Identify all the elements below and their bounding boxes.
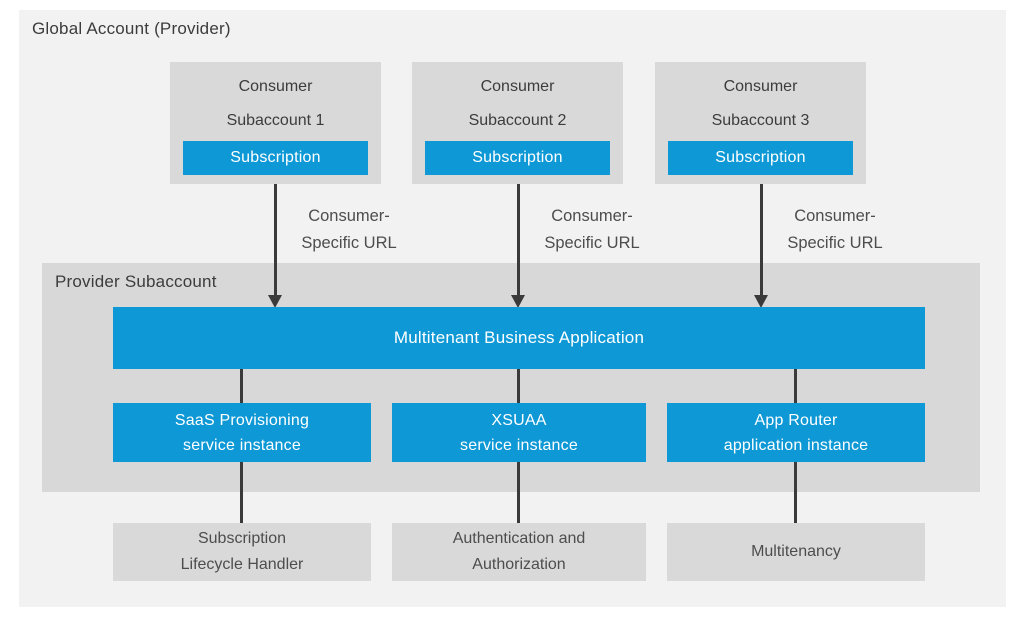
handler-line1: Multitenancy — [751, 543, 841, 560]
consumer-name-line1: Consumer — [723, 78, 798, 95]
instance-line1: SaaS Provisioning — [174, 411, 310, 429]
consumer3-url-label: Consumer- Specific URL — [770, 203, 900, 257]
consumer-name-line1: Consumer — [480, 78, 555, 95]
consumer-name-line2: Subaccount 2 — [468, 112, 567, 129]
connector-approuter-handler — [794, 461, 797, 523]
instance-line1: App Router — [754, 411, 838, 429]
url-label-line2: Specific URL — [787, 234, 883, 252]
instance-line2: service instance — [460, 436, 578, 454]
provider-subaccount-title: Provider Subaccount — [55, 272, 217, 291]
consumer1-arrow-line — [274, 173, 277, 297]
connector-xsuaa-handler — [517, 461, 520, 523]
connector-saas-handler — [240, 461, 243, 523]
consumer-subaccount-1-box: Consumer Subaccount 1 Subscription — [170, 62, 381, 184]
connector-appbar-xsuaa — [517, 369, 520, 404]
consumer3-arrow-head — [754, 295, 768, 308]
connector-appbar-approuter — [794, 369, 797, 404]
handler-line1: Subscription — [197, 530, 287, 547]
consumer-subaccount-3-box: Consumer Subaccount 3 Subscription — [655, 62, 866, 184]
consumer2-arrow-line — [517, 173, 520, 297]
global-account-title: Global Account (Provider) — [32, 19, 231, 38]
instance-line1: XSUAA — [491, 411, 547, 429]
consumer-name-line2: Subaccount 3 — [711, 112, 810, 129]
handler-line1: Authentication and — [452, 530, 586, 547]
multitenant-business-application-bar: Multitenant Business Application — [113, 307, 925, 369]
handler-line2: Authorization — [472, 556, 566, 573]
multitenancy-box: Multitenancy — [667, 523, 925, 581]
consumer2-url-label: Consumer- Specific URL — [527, 203, 657, 257]
subscription-button-3[interactable]: Subscription — [668, 141, 853, 175]
instance-line2: application instance — [723, 436, 869, 454]
consumer1-url-label: Consumer- Specific URL — [284, 203, 414, 257]
subscription-button-2[interactable]: Subscription — [425, 141, 610, 175]
consumer-name-line1: Consumer — [238, 78, 313, 95]
subscription-button-1[interactable]: Subscription — [183, 141, 368, 175]
saas-provisioning-instance-box: SaaS Provisioning service instance — [113, 403, 371, 462]
url-label-line2: Specific URL — [544, 234, 640, 252]
consumer-subaccount-2-box: Consumer Subaccount 2 Subscription — [412, 62, 623, 184]
consumer-name-line2: Subaccount 1 — [226, 112, 325, 129]
instance-line2: service instance — [183, 436, 301, 454]
subscription-lifecycle-handler-box: Subscription Lifecycle Handler — [113, 523, 371, 581]
url-label-line1: Consumer- — [794, 207, 876, 225]
consumer2-arrow-head — [511, 295, 525, 308]
xsuaa-instance-box: XSUAA service instance — [392, 403, 646, 462]
app-router-instance-box: App Router application instance — [667, 403, 925, 462]
handler-line2: Lifecycle Handler — [180, 556, 304, 573]
connector-appbar-saas — [240, 369, 243, 404]
url-label-line2: Specific URL — [301, 234, 397, 252]
url-label-line1: Consumer- — [308, 207, 390, 225]
consumer3-arrow-line — [760, 173, 763, 297]
url-label-line1: Consumer- — [551, 207, 633, 225]
consumer1-arrow-head — [268, 295, 282, 308]
authentication-authorization-box: Authentication and Authorization — [392, 523, 646, 581]
